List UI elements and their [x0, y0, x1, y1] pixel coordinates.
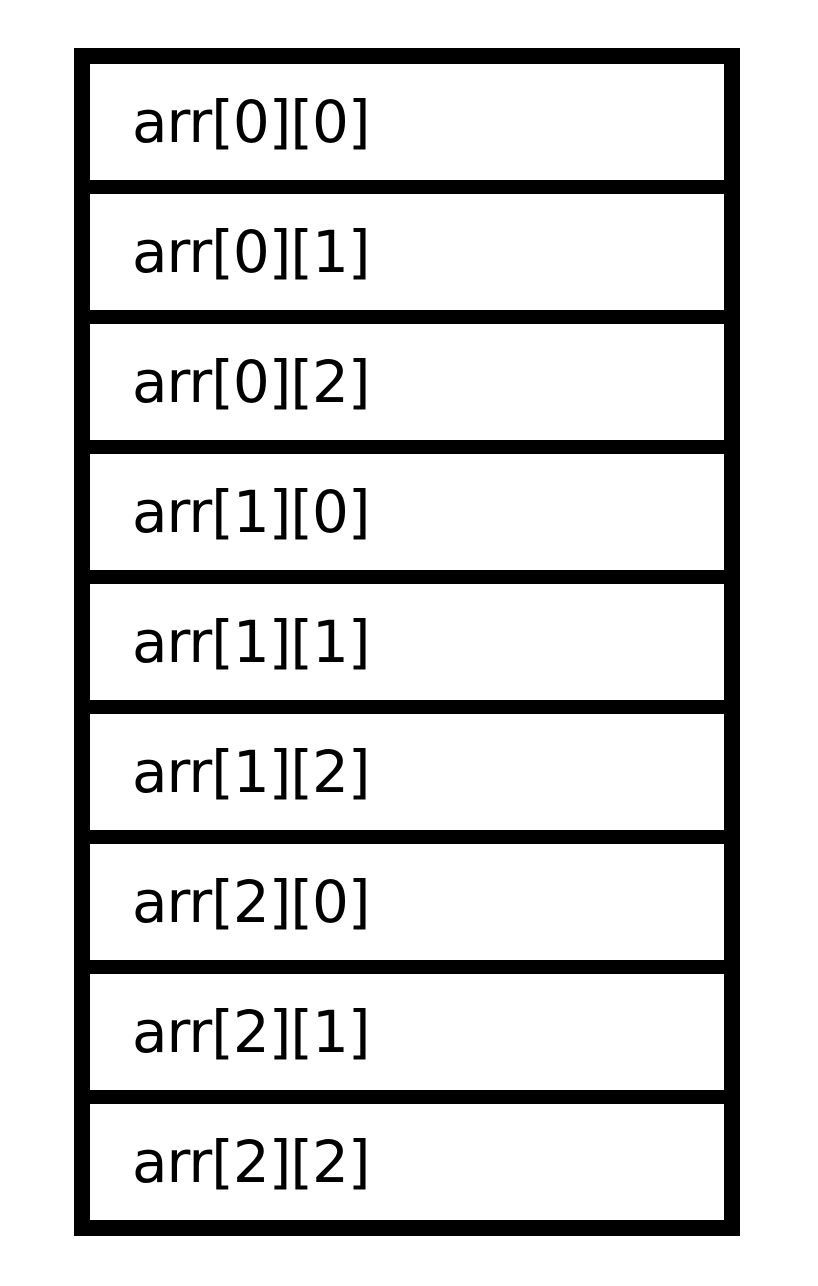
memory-cell: arr[1][0]	[90, 454, 724, 584]
memory-cell: arr[2][2]	[90, 1104, 724, 1220]
cell-label: arr[1][1]	[132, 608, 371, 676]
memory-cell: arr[2][1]	[90, 974, 724, 1104]
memory-cell: arr[0][0]	[90, 64, 724, 194]
memory-cell: arr[0][1]	[90, 194, 724, 324]
cell-label: arr[1][0]	[132, 478, 371, 546]
cell-label: arr[2][2]	[132, 1128, 371, 1196]
cell-label: arr[0][1]	[132, 218, 371, 286]
cell-label: arr[0][0]	[132, 88, 371, 156]
cell-label: arr[0][2]	[132, 348, 371, 416]
memory-cell: arr[2][0]	[90, 844, 724, 974]
memory-layout-stack: arr[0][0] arr[0][1] arr[0][2] arr[1][0] …	[74, 48, 740, 1236]
cell-label: arr[2][1]	[132, 998, 371, 1066]
memory-cell: arr[0][2]	[90, 324, 724, 454]
memory-cell: arr[1][2]	[90, 714, 724, 844]
memory-cell: arr[1][1]	[90, 584, 724, 714]
cell-label: arr[1][2]	[132, 738, 371, 806]
cell-label: arr[2][0]	[132, 868, 371, 936]
